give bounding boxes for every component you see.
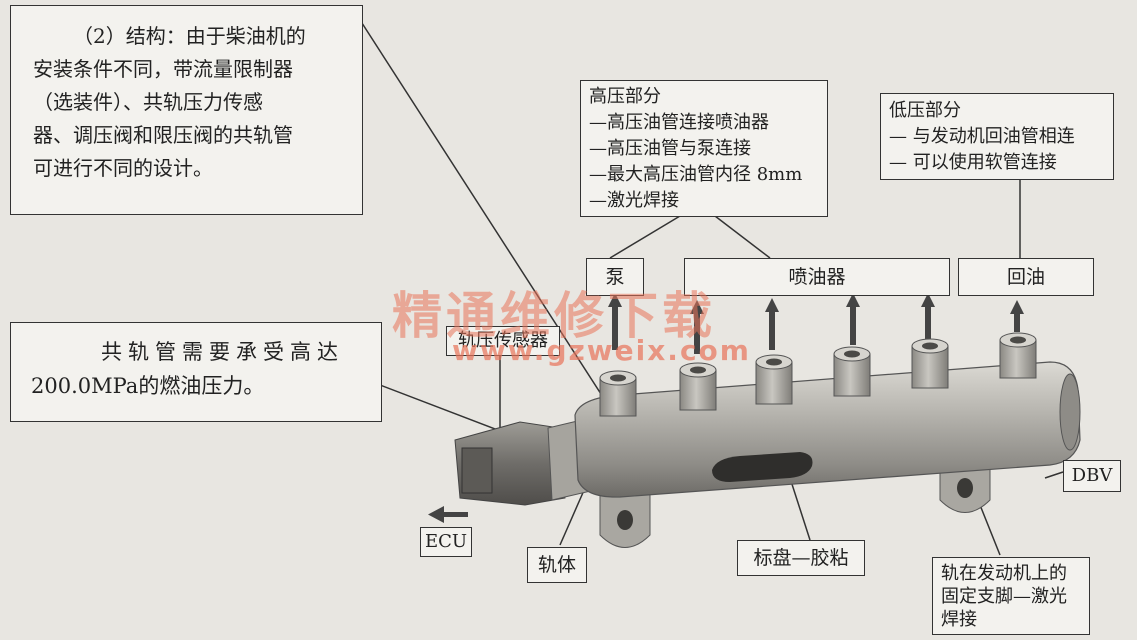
structure-note-line: 安装条件不同，带流量限制器	[33, 57, 293, 81]
high-pressure-item: —高压油管与泵连接	[589, 138, 751, 159]
low-pressure-item: — 与发动机回油管相连	[889, 126, 1075, 147]
nameplate-label: 标盘—胶粘	[737, 540, 865, 576]
structure-note-line: 器、调压阀和限压阀的共轨管	[33, 123, 293, 147]
pressure-note-box: 共轨管需要承受高达 200.0MPa的燃油压力。	[10, 322, 382, 422]
ecu-label: ECU	[420, 527, 472, 557]
watermark-url: www.gzweix.com	[452, 334, 751, 367]
pressure-note-line: 共轨管需要承受高达	[101, 340, 344, 364]
high-pressure-item: —最大高压油管内径 8mm	[589, 164, 803, 185]
high-pressure-item: —激光焊接	[589, 190, 679, 211]
mount-label-line: 固定支脚—激光	[941, 586, 1067, 607]
return-label: 回油	[958, 258, 1094, 296]
rail-pressure-sensor-body	[454, 417, 596, 506]
mount-label: 轨在发动机上的 固定支脚—激光 焊接	[932, 557, 1090, 635]
watermark-title: 精通维修下载	[392, 287, 716, 345]
high-pressure-box: 高压部分 —高压油管连接喷油器 —高压油管与泵连接 —最大高压油管内径 8mm …	[580, 80, 828, 217]
structure-note-line: （选装件）、共轨压力传感	[33, 90, 263, 114]
rail-body-shape	[574, 361, 1081, 498]
flow-arrows	[428, 293, 1024, 523]
leader-lines	[359, 19, 1064, 556]
low-pressure-title: 低压部分	[889, 100, 961, 121]
structure-note-box: （2）结构：由于柴油机的 安装条件不同，带流量限制器 （选装件）、共轨压力传感 …	[10, 5, 363, 215]
pump-label: 泵	[586, 258, 644, 296]
mount-label-line: 轨在发动机上的	[941, 563, 1067, 584]
mount-label-line: 焊接	[941, 609, 977, 630]
low-pressure-item: — 可以使用软管连接	[889, 152, 1057, 173]
rail-pressure-sensor-label: 轨压传感器	[446, 326, 560, 356]
pressure-note-line: 200.0MPa的燃油压力。	[31, 374, 265, 398]
injector-label: 喷油器	[684, 258, 950, 296]
low-pressure-box: 低压部分 — 与发动机回油管相连 — 可以使用软管连接	[880, 93, 1114, 180]
high-pressure-title: 高压部分	[589, 86, 661, 107]
rail-ports	[599, 332, 1037, 417]
high-pressure-item: —高压油管连接喷油器	[589, 112, 769, 133]
rail-body-label: 轨体	[527, 547, 587, 583]
structure-note-line: （2）结构：由于柴油机的	[73, 24, 306, 48]
dbv-label: DBV	[1063, 460, 1121, 492]
structure-note-line: 可进行不同的设计。	[33, 156, 213, 180]
